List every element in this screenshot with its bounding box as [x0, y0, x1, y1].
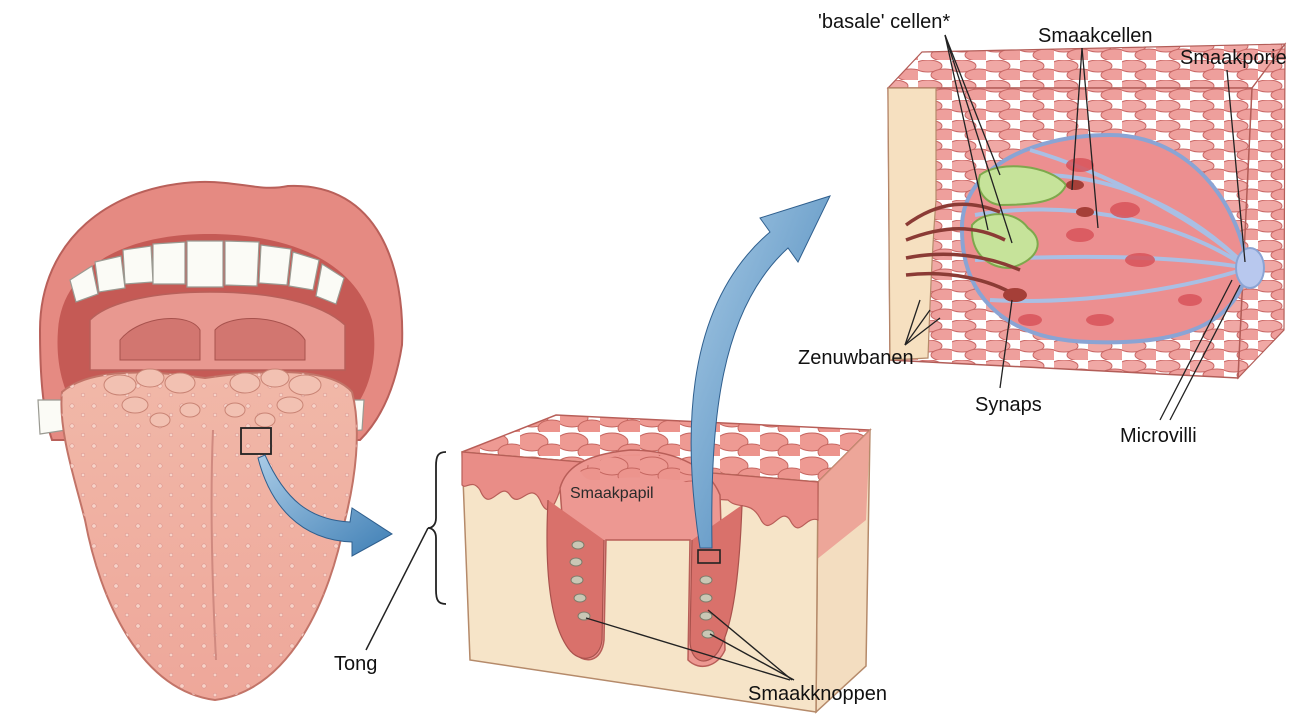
tong-leader-line: [366, 528, 428, 650]
synapse: [1003, 288, 1027, 302]
papilla-block: [462, 415, 870, 712]
label-basale-cellen: 'basale' cellen*: [818, 12, 950, 32]
mouth-illustration: [38, 182, 402, 700]
bracket: [428, 452, 446, 604]
label-smaakpapil: Smaakpapil: [570, 486, 654, 502]
label-synaps: Synaps: [975, 395, 1042, 415]
label-smaakknoppen: Smaakknoppen: [748, 684, 887, 704]
label-smaakcellen: Smaakcellen: [1038, 26, 1153, 46]
label-smaakporie: Smaakporie: [1180, 48, 1287, 68]
label-tong: Tong: [334, 654, 377, 674]
label-microvilli: Microvilli: [1120, 426, 1197, 446]
taste-pore: [1236, 248, 1264, 288]
label-zenuwbanen: Zenuwbanen: [798, 348, 914, 368]
